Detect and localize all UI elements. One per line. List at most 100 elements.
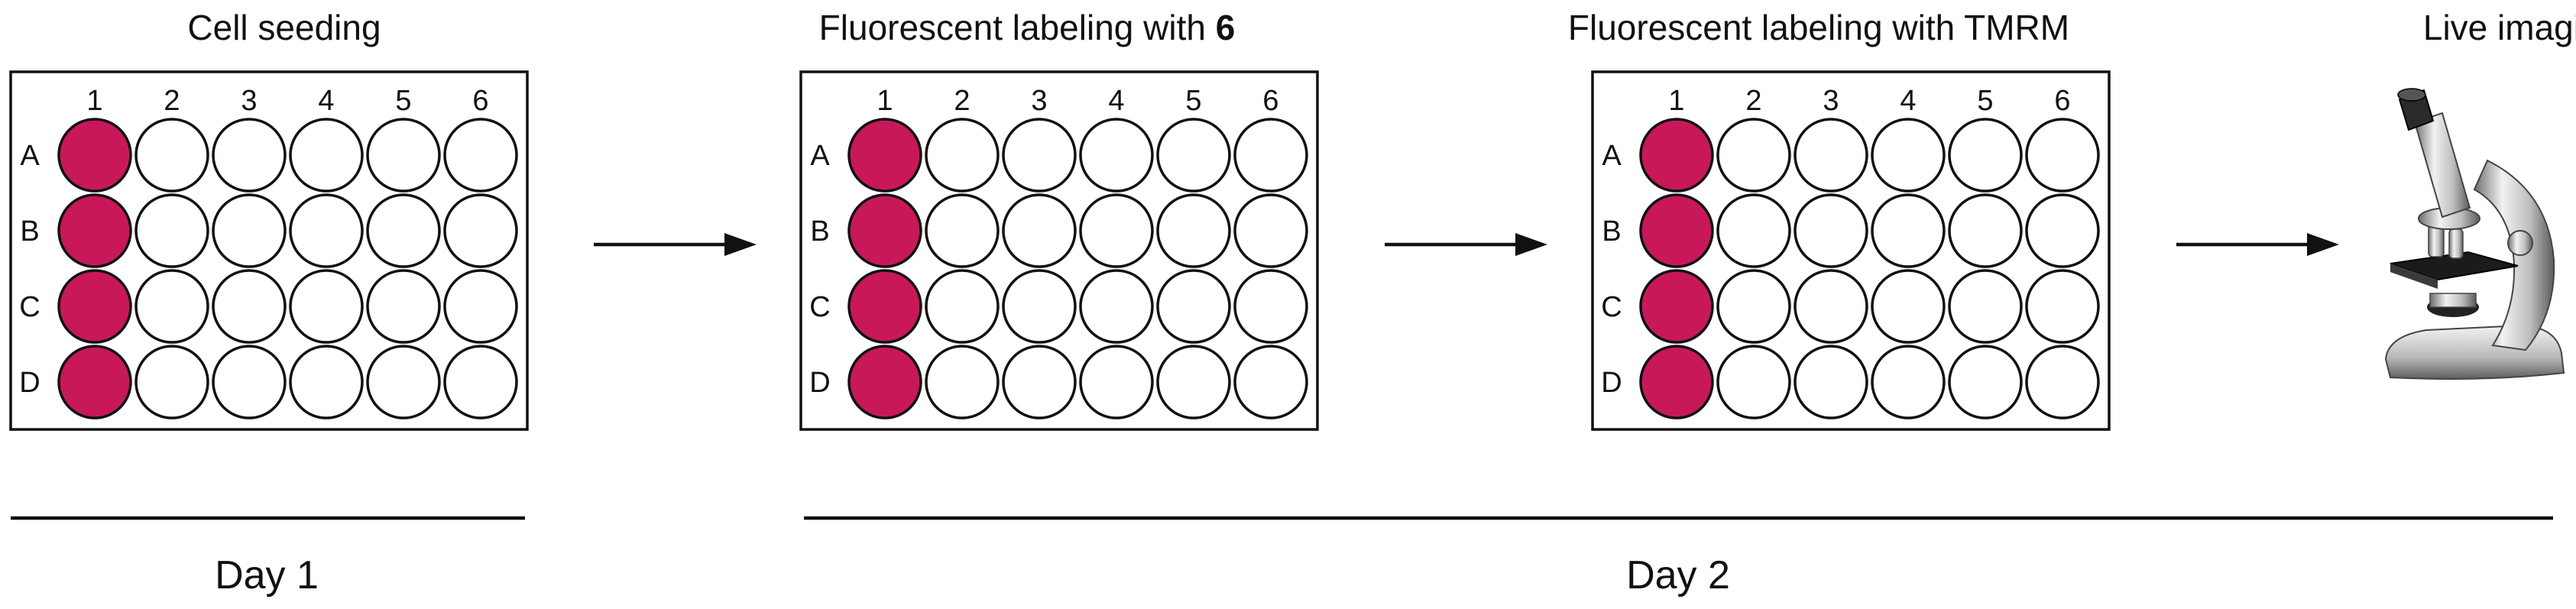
well-A5-empty	[1948, 118, 2023, 193]
well-D4-empty	[1079, 345, 1154, 419]
well-C5-empty	[1948, 269, 2023, 344]
well-B6-empty	[2025, 193, 2100, 268]
well-C5-empty	[1156, 269, 1231, 344]
well-C5-empty	[366, 269, 441, 344]
step-title-live-imaging: Live imaging	[2423, 8, 2576, 47]
step-title-labeling-6-text: Fluorescent labeling with	[819, 8, 1216, 47]
well-C4-empty	[289, 269, 364, 344]
well-B3-empty	[212, 193, 287, 268]
well-D4-empty	[289, 345, 364, 419]
well-B3-empty	[1793, 193, 1868, 268]
column-label-5: 5	[395, 85, 411, 117]
well-A2-empty	[1716, 118, 1791, 193]
day1-label: Day 1	[215, 553, 319, 598]
well-B1-filled	[847, 193, 922, 268]
well-B3-empty	[1002, 193, 1077, 268]
column-label-3: 3	[1031, 85, 1047, 117]
column-label-3: 3	[241, 85, 257, 117]
well-C2-empty	[134, 269, 209, 344]
well-D6-empty	[2025, 345, 2100, 419]
well-B4-empty	[1871, 193, 1946, 268]
well-A2-empty	[925, 118, 1000, 193]
well-A4-empty	[289, 118, 364, 193]
column-label-2: 2	[954, 85, 970, 117]
row-label-B: B	[810, 215, 829, 248]
well-D6-empty	[443, 345, 518, 419]
well-C1-filled	[1639, 269, 1714, 344]
row-label-C: C	[1601, 291, 1622, 323]
well-C6-empty	[443, 269, 518, 344]
right-arrow-icon	[1385, 233, 1547, 256]
row-label-D: D	[809, 367, 830, 399]
well-D1-filled	[847, 345, 922, 419]
well-A3-empty	[1002, 118, 1077, 193]
well-C1-filled	[847, 269, 922, 344]
well-A6-empty	[2025, 118, 2100, 193]
step-title-labeling-tmrm: Fluorescent labeling with TMRM	[1568, 8, 2069, 47]
well-B1-filled	[57, 193, 132, 268]
day2-label: Day 2	[1626, 553, 1730, 598]
column-label-3: 3	[1823, 85, 1839, 117]
row-label-B: B	[1602, 215, 1621, 248]
well-A3-empty	[1793, 118, 1868, 193]
well-C4-empty	[1079, 269, 1154, 344]
well-B2-empty	[1716, 193, 1791, 268]
well-A6-empty	[443, 118, 518, 193]
well-C2-empty	[1716, 269, 1791, 344]
microscope-icon	[2384, 88, 2565, 380]
row-label-C: C	[19, 291, 40, 323]
well-C3-empty	[1002, 269, 1077, 344]
step-title-compound-number: 6	[1216, 8, 1236, 47]
well-B5-empty	[366, 193, 441, 268]
column-label-5: 5	[1977, 85, 1993, 117]
row-label-B: B	[20, 215, 39, 248]
column-label-6: 6	[2054, 85, 2070, 117]
column-label-4: 4	[1108, 85, 1124, 117]
well-D6-empty	[1233, 345, 1308, 419]
well-B2-empty	[925, 193, 1000, 268]
well-D5-empty	[1948, 345, 2023, 419]
well-C6-empty	[2025, 269, 2100, 344]
well-D3-empty	[212, 345, 287, 419]
well-D2-empty	[925, 345, 1000, 419]
column-label-1: 1	[876, 85, 893, 117]
well-C1-filled	[57, 269, 132, 344]
well-C2-empty	[925, 269, 1000, 344]
well-A2-empty	[134, 118, 209, 193]
well-B4-empty	[1079, 193, 1154, 268]
column-label-6: 6	[1262, 85, 1278, 117]
row-label-A: A	[810, 140, 830, 172]
row-label-A: A	[1602, 140, 1622, 172]
column-label-1: 1	[1668, 85, 1684, 117]
row-label-C: C	[809, 291, 830, 323]
well-A4-empty	[1079, 118, 1154, 193]
well-D4-empty	[1871, 345, 1946, 419]
well-A4-empty	[1871, 118, 1946, 193]
step-title-labeling-6: Fluorescent labeling with 6	[819, 8, 1236, 47]
well-C3-empty	[212, 269, 287, 344]
well-A1-filled	[57, 118, 132, 193]
right-arrow-icon	[594, 233, 757, 256]
well-C6-empty	[1233, 269, 1308, 344]
row-label-A: A	[20, 140, 40, 172]
well-D3-empty	[1002, 345, 1077, 419]
column-label-6: 6	[472, 85, 488, 117]
well-A1-filled	[1639, 118, 1714, 193]
well-A6-empty	[1233, 118, 1308, 193]
well-A5-empty	[1156, 118, 1231, 193]
well-B6-empty	[1233, 193, 1308, 268]
step-title-cell-seeding: Cell seeding	[187, 8, 381, 47]
column-label-1: 1	[86, 85, 102, 117]
well-A5-empty	[366, 118, 441, 193]
well-C3-empty	[1793, 269, 1868, 344]
right-arrow-icon	[2176, 233, 2339, 256]
well-B5-empty	[1156, 193, 1231, 268]
column-label-2: 2	[1745, 85, 1761, 117]
well-D1-filled	[1639, 345, 1714, 419]
well-A3-empty	[212, 118, 287, 193]
well-C4-empty	[1871, 269, 1946, 344]
well-D5-empty	[1156, 345, 1231, 419]
